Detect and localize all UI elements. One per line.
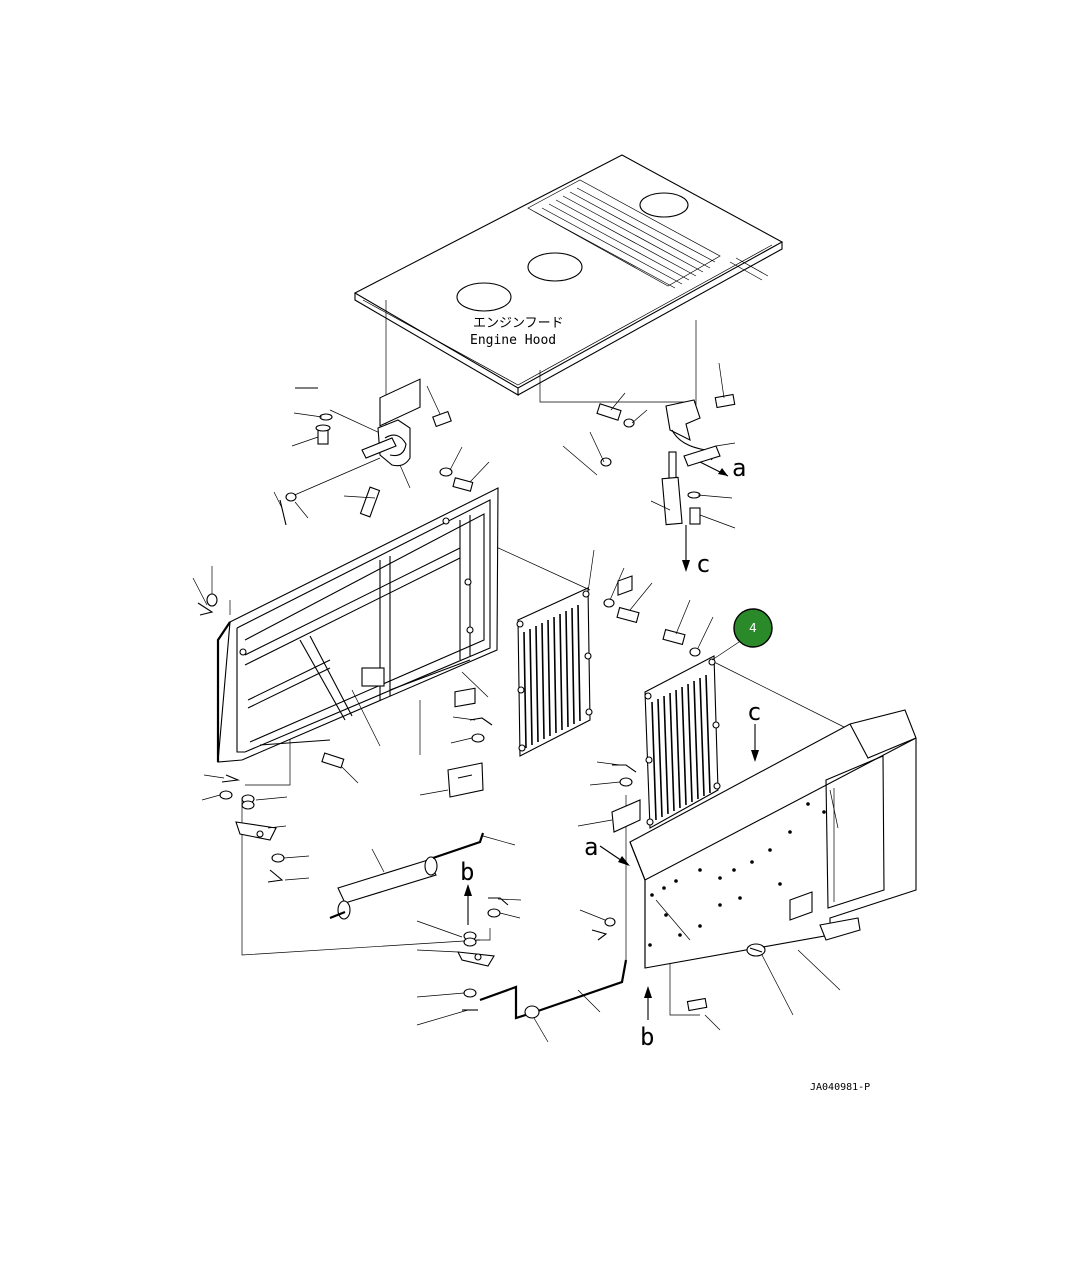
marker-label: c — [696, 550, 710, 578]
grille-panel-right — [644, 655, 721, 829]
engine-hood: エンジンフード Engine Hood — [353, 154, 784, 396]
grille-panel-middle — [516, 587, 593, 757]
hood-hole-center — [527, 252, 583, 282]
hood-grille-slots — [534, 187, 716, 289]
grille-slots — [523, 604, 581, 749]
view-marker-a-right: a — [584, 833, 630, 866]
marker-label: a — [732, 454, 746, 482]
view-marker-a-top: a — [699, 454, 746, 482]
leader-lines-side-panel — [704, 949, 841, 1031]
marker-label: b — [640, 1023, 654, 1051]
grille-middle-fasteners — [587, 549, 653, 624]
door-bolts-left — [197, 593, 345, 769]
leader-lines-frame — [192, 566, 489, 784]
leader-lines-hinge-right — [562, 362, 736, 529]
leader-lines-lower-center — [416, 898, 601, 1043]
view-marker-b-right: b — [640, 986, 654, 1051]
view-marker-b-center: b — [460, 858, 474, 925]
hinge-left — [279, 387, 474, 526]
leader-lines-lower-left — [201, 774, 310, 881]
hood-label-en: Engine Hood — [470, 333, 556, 348]
marker-label: c — [747, 698, 761, 726]
leader-lines-center-latch — [450, 716, 476, 744]
leader-lines-rod — [419, 789, 516, 846]
callout-4[interactable]: 4 — [733, 608, 773, 648]
leader-lines-hinge-left — [273, 385, 490, 519]
right-latch — [591, 575, 641, 941]
support-rod — [329, 832, 485, 920]
grille-right-fasteners — [662, 599, 743, 661]
leader-lines-right-latch — [577, 761, 621, 921]
marker-label: a — [584, 833, 598, 861]
lower-left-parts — [219, 774, 285, 883]
drawing-code: JA040981-P — [810, 1082, 870, 1093]
door-frame — [216, 378, 499, 763]
hood-label-jp: エンジンフード — [473, 316, 564, 331]
panel-holes — [648, 802, 826, 947]
view-marker-c-top: c — [682, 525, 710, 578]
side-panel — [629, 709, 917, 969]
grille-slots — [651, 674, 711, 821]
marker-label: b — [460, 858, 474, 886]
view-marker-c-right: c — [747, 698, 761, 762]
hinge-right — [596, 393, 736, 526]
hood-hole-left — [456, 282, 512, 312]
hood-hole-right — [639, 192, 689, 218]
callout-bubble[interactable] — [733, 608, 773, 648]
center-latch — [447, 687, 493, 798]
callout-number: 4 — [749, 621, 757, 635]
lower-center-parts — [457, 897, 628, 1020]
panel-bolt — [686, 997, 708, 1012]
